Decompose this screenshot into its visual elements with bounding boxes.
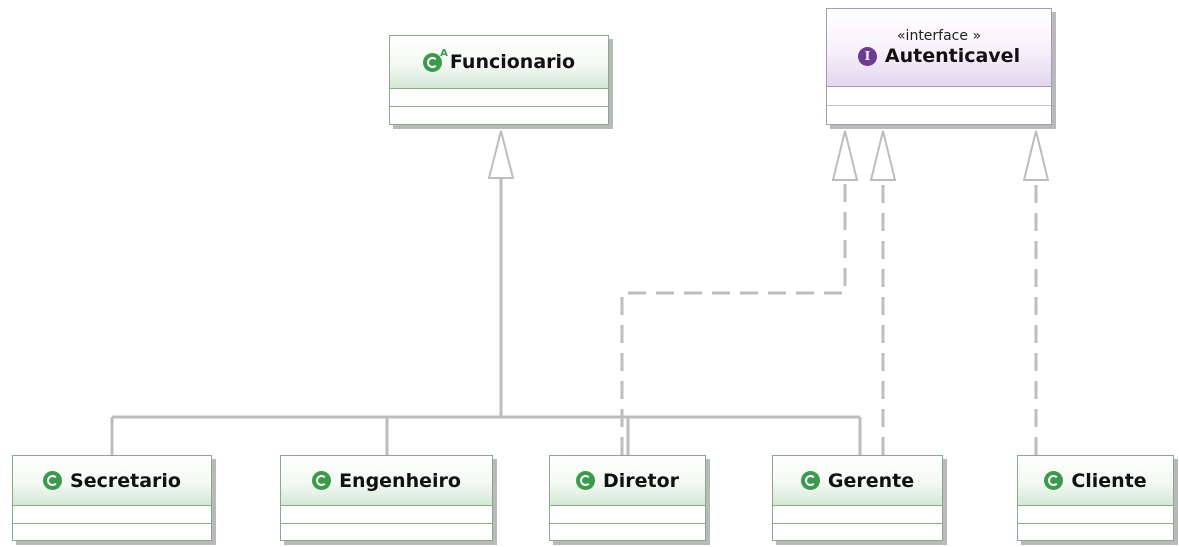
class-box-secretario[interactable]: Secretario xyxy=(12,455,212,541)
realization-lines xyxy=(620,180,1038,455)
class-name: Diretor xyxy=(602,469,680,492)
interface-icon xyxy=(857,46,877,66)
abstract-class-icon xyxy=(422,48,448,72)
operations-compartment xyxy=(390,107,608,124)
class-box-cliente[interactable]: Cliente xyxy=(1017,455,1174,541)
class-name-row: Secretario xyxy=(43,470,181,492)
class-name-row: Diretor xyxy=(575,469,680,492)
class-name-row: Gerente xyxy=(800,469,915,492)
class-header: Secretario xyxy=(13,456,211,506)
class-name-row: Engenheiro xyxy=(312,470,461,492)
class-icon xyxy=(800,471,820,490)
interface-name-row: Autenticavel xyxy=(857,45,1021,67)
attributes-compartment xyxy=(550,506,705,524)
operations-compartment xyxy=(281,524,492,540)
attributes-compartment xyxy=(773,506,942,524)
attributes-compartment xyxy=(13,506,211,524)
realization-arrowhead-cliente xyxy=(1022,130,1050,181)
generalization-arrowhead xyxy=(487,130,515,179)
realization-arrowhead-diretor xyxy=(831,130,859,181)
operations-compartment xyxy=(773,524,942,540)
class-name-row: Funcionario xyxy=(422,48,576,73)
class-box-funcionario[interactable]: Funcionario xyxy=(389,35,609,125)
class-name-row: Cliente xyxy=(1044,469,1147,492)
class-header: Diretor xyxy=(550,456,705,506)
operations-compartment xyxy=(550,524,705,540)
interface-stereotype: «interface » xyxy=(896,28,982,44)
attributes-compartment xyxy=(281,506,492,524)
operations-compartment xyxy=(1018,524,1173,540)
class-box-engenheiro[interactable]: Engenheiro xyxy=(280,455,493,541)
attributes-compartment xyxy=(827,87,1051,106)
class-header: Engenheiro xyxy=(281,456,492,506)
class-icon xyxy=(1044,471,1064,490)
class-header: Cliente xyxy=(1018,456,1173,506)
realization-arrowhead-gerente xyxy=(869,130,897,181)
realization-diretor xyxy=(620,180,847,455)
class-icon xyxy=(312,471,332,490)
class-header: Funcionario xyxy=(390,36,608,89)
class-name: Engenheiro xyxy=(339,469,461,492)
interface-box-autenticavel[interactable]: «interface » Autenticavel xyxy=(826,8,1052,125)
attributes-compartment xyxy=(390,89,608,107)
class-name: Funcionario xyxy=(449,51,576,73)
attributes-compartment xyxy=(1018,506,1173,524)
class-header: Gerente xyxy=(773,456,942,506)
class-name: Cliente xyxy=(1071,469,1147,492)
class-box-diretor[interactable]: Diretor xyxy=(549,455,706,541)
operations-compartment xyxy=(13,524,211,540)
generalization-lines xyxy=(110,178,862,455)
class-box-gerente[interactable]: Gerente xyxy=(772,455,943,541)
class-icon xyxy=(575,471,595,490)
class-name: Secretario xyxy=(70,469,181,492)
class-name: Gerente xyxy=(827,469,915,492)
operations-compartment xyxy=(827,106,1051,124)
interface-header: «interface » Autenticavel xyxy=(827,9,1051,87)
interface-name: Autenticavel xyxy=(884,45,1021,67)
class-icon xyxy=(43,471,63,490)
